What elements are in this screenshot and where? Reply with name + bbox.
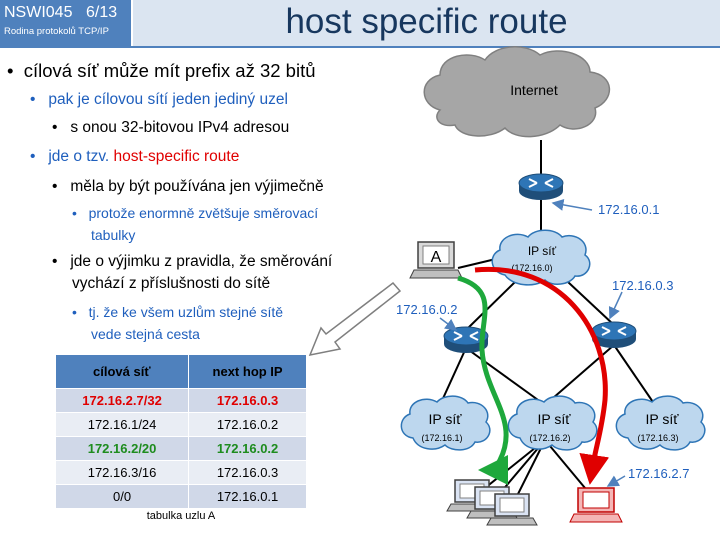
title-divider [0,46,720,48]
column-header-next-hop: next hop IP [188,355,307,389]
bullet-item: • jde o výjimku z pravidla, že směrování [52,253,333,270]
course-code: NSWI045 [4,4,73,21]
bullet-item: • protože enormně zvětšuje směrovací [72,205,319,221]
internet-label: Internet [510,82,558,98]
ip-network-cloud-1: IP síť (172.16.1) [400,395,491,451]
highlight-term: host-specific route [113,148,240,165]
course-header: NSWI045 6/13 Rodina protokolů TCP/IP [0,0,131,46]
bullet-dot-icon: • [52,178,58,195]
course-name: Rodina protokolů TCP/IP [4,26,109,37]
bullet-dot-icon: • [52,119,58,136]
host-a-computer-icon: A [409,241,463,279]
bullet-item: • pak je cílovou sítí jeden jediný uzel [30,91,288,108]
bullet-dot-icon: • [30,91,36,108]
cell-next-hop: 172.16.0.2 [188,412,307,437]
bullet-continuation: vychází z příslušnosti do sítě [72,275,271,292]
table-row: 172.16.3/16 172.16.0.3 [54,460,307,485]
bullet-dot-icon: • [72,205,77,221]
host-ip-label: 172.16.2.7 [628,466,689,481]
bullet-item: • měla by být používána jen výjimečně [52,178,324,195]
cell-destination: 0/0 [54,484,190,509]
internet-cloud: Internet [423,46,611,138]
router-ip-label: 172.16.0.2 [396,302,457,317]
bullet-dot-icon: • [30,148,36,165]
cell-next-hop: 172.16.0.3 [188,460,307,485]
title-bar: host specific route [133,0,720,46]
host-a-label: A [431,249,442,266]
cell-destination: 172.16.2/20 [54,436,190,461]
table-header-row: cílová síť next hop IP [55,355,307,389]
svg-text:IP síť: IP síť [537,411,571,427]
routing-table: cílová síť next hop IP 172.16.2.7/32 172… [54,355,307,509]
cell-destination: 172.16.2.7/32 [54,388,190,413]
cell-next-hop: 172.16.0.3 [188,388,307,413]
table-row: 172.16.2.7/32 172.16.0.3 [54,388,307,413]
target-host-computer-icon [569,487,623,523]
ip-network-cloud-0: IP síť (172.16.0) [491,229,591,286]
bullet-dot-icon: • [72,304,77,320]
cell-destination: 172.16.1/24 [54,412,190,437]
router-ip-label: 172.16.0.1 [598,202,659,217]
ip-network-cloud-2: IP síť (172.16.2) [507,395,598,451]
bullet-continuation: vede stejná cesta [91,326,200,342]
page-title: host specific route [285,2,568,41]
ip-network-cloud-3: IP síť (172.16.3) [615,395,706,451]
table-caption: tabulka uzlu A [146,510,216,522]
table-row: 172.16.1/24 172.16.0.2 [54,412,307,437]
table-row: 0/0 172.16.0.1 [54,484,307,509]
svg-text:IP síť: IP síť [528,244,557,258]
svg-text:(172.16.2): (172.16.2) [529,433,570,443]
red-route-path [474,266,610,485]
slide-number: 6/13 [86,4,118,21]
svg-text:(172.16.0): (172.16.0) [511,263,552,273]
table-row: 172.16.2/20 172.16.0.2 [54,436,307,461]
computer-icon [486,493,538,526]
bullet-item: • cílová síť může mít prefix až 32 bitů [7,60,316,81]
bullet-continuation: tabulky [91,227,136,243]
bullet-item: • tj. že ke všem uzlům stejné sítě [72,304,284,320]
svg-text:IP síť: IP síť [428,411,462,427]
bullet-item: • s onou 32-bitovou IPv4 adresou [52,119,290,136]
router-icon [518,173,564,201]
bullet-dot-icon: • [52,253,58,270]
svg-text:(172.16.1): (172.16.1) [421,433,462,443]
router-ip-label: 172.16.0.3 [612,278,673,293]
svg-text:(172.16.3): (172.16.3) [637,433,678,443]
block-arrow-icon [308,281,402,357]
green-route-path [457,275,509,485]
bullet-dot-icon: • [7,60,14,81]
svg-text:IP síť: IP síť [645,411,679,427]
column-header-destination: cílová síť [55,355,190,389]
bullet-item: • jde o tzv. host-specific route [30,148,240,165]
cell-next-hop: 172.16.0.1 [188,484,307,509]
